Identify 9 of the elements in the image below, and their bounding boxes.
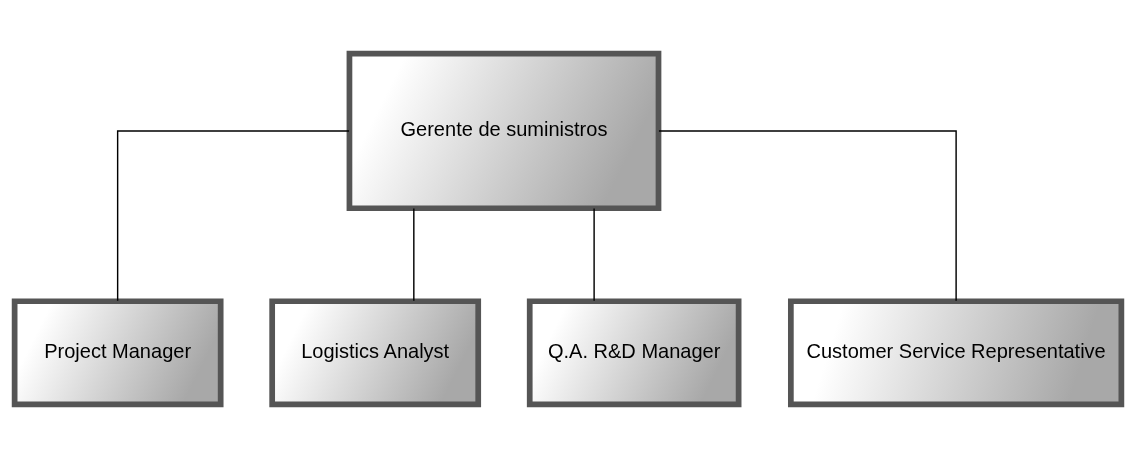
node-box: Gerente de suministros	[346, 50, 662, 211]
node-box: Customer Service Representative	[788, 297, 1125, 407]
connector	[658, 129, 957, 301]
node-box: Project Manager	[11, 297, 224, 407]
connector	[593, 207, 595, 301]
node-box: Logistics Analyst	[269, 297, 482, 407]
node-box: Q.A. R&D Manager	[526, 297, 742, 407]
connector	[116, 129, 350, 301]
connector	[413, 207, 415, 301]
